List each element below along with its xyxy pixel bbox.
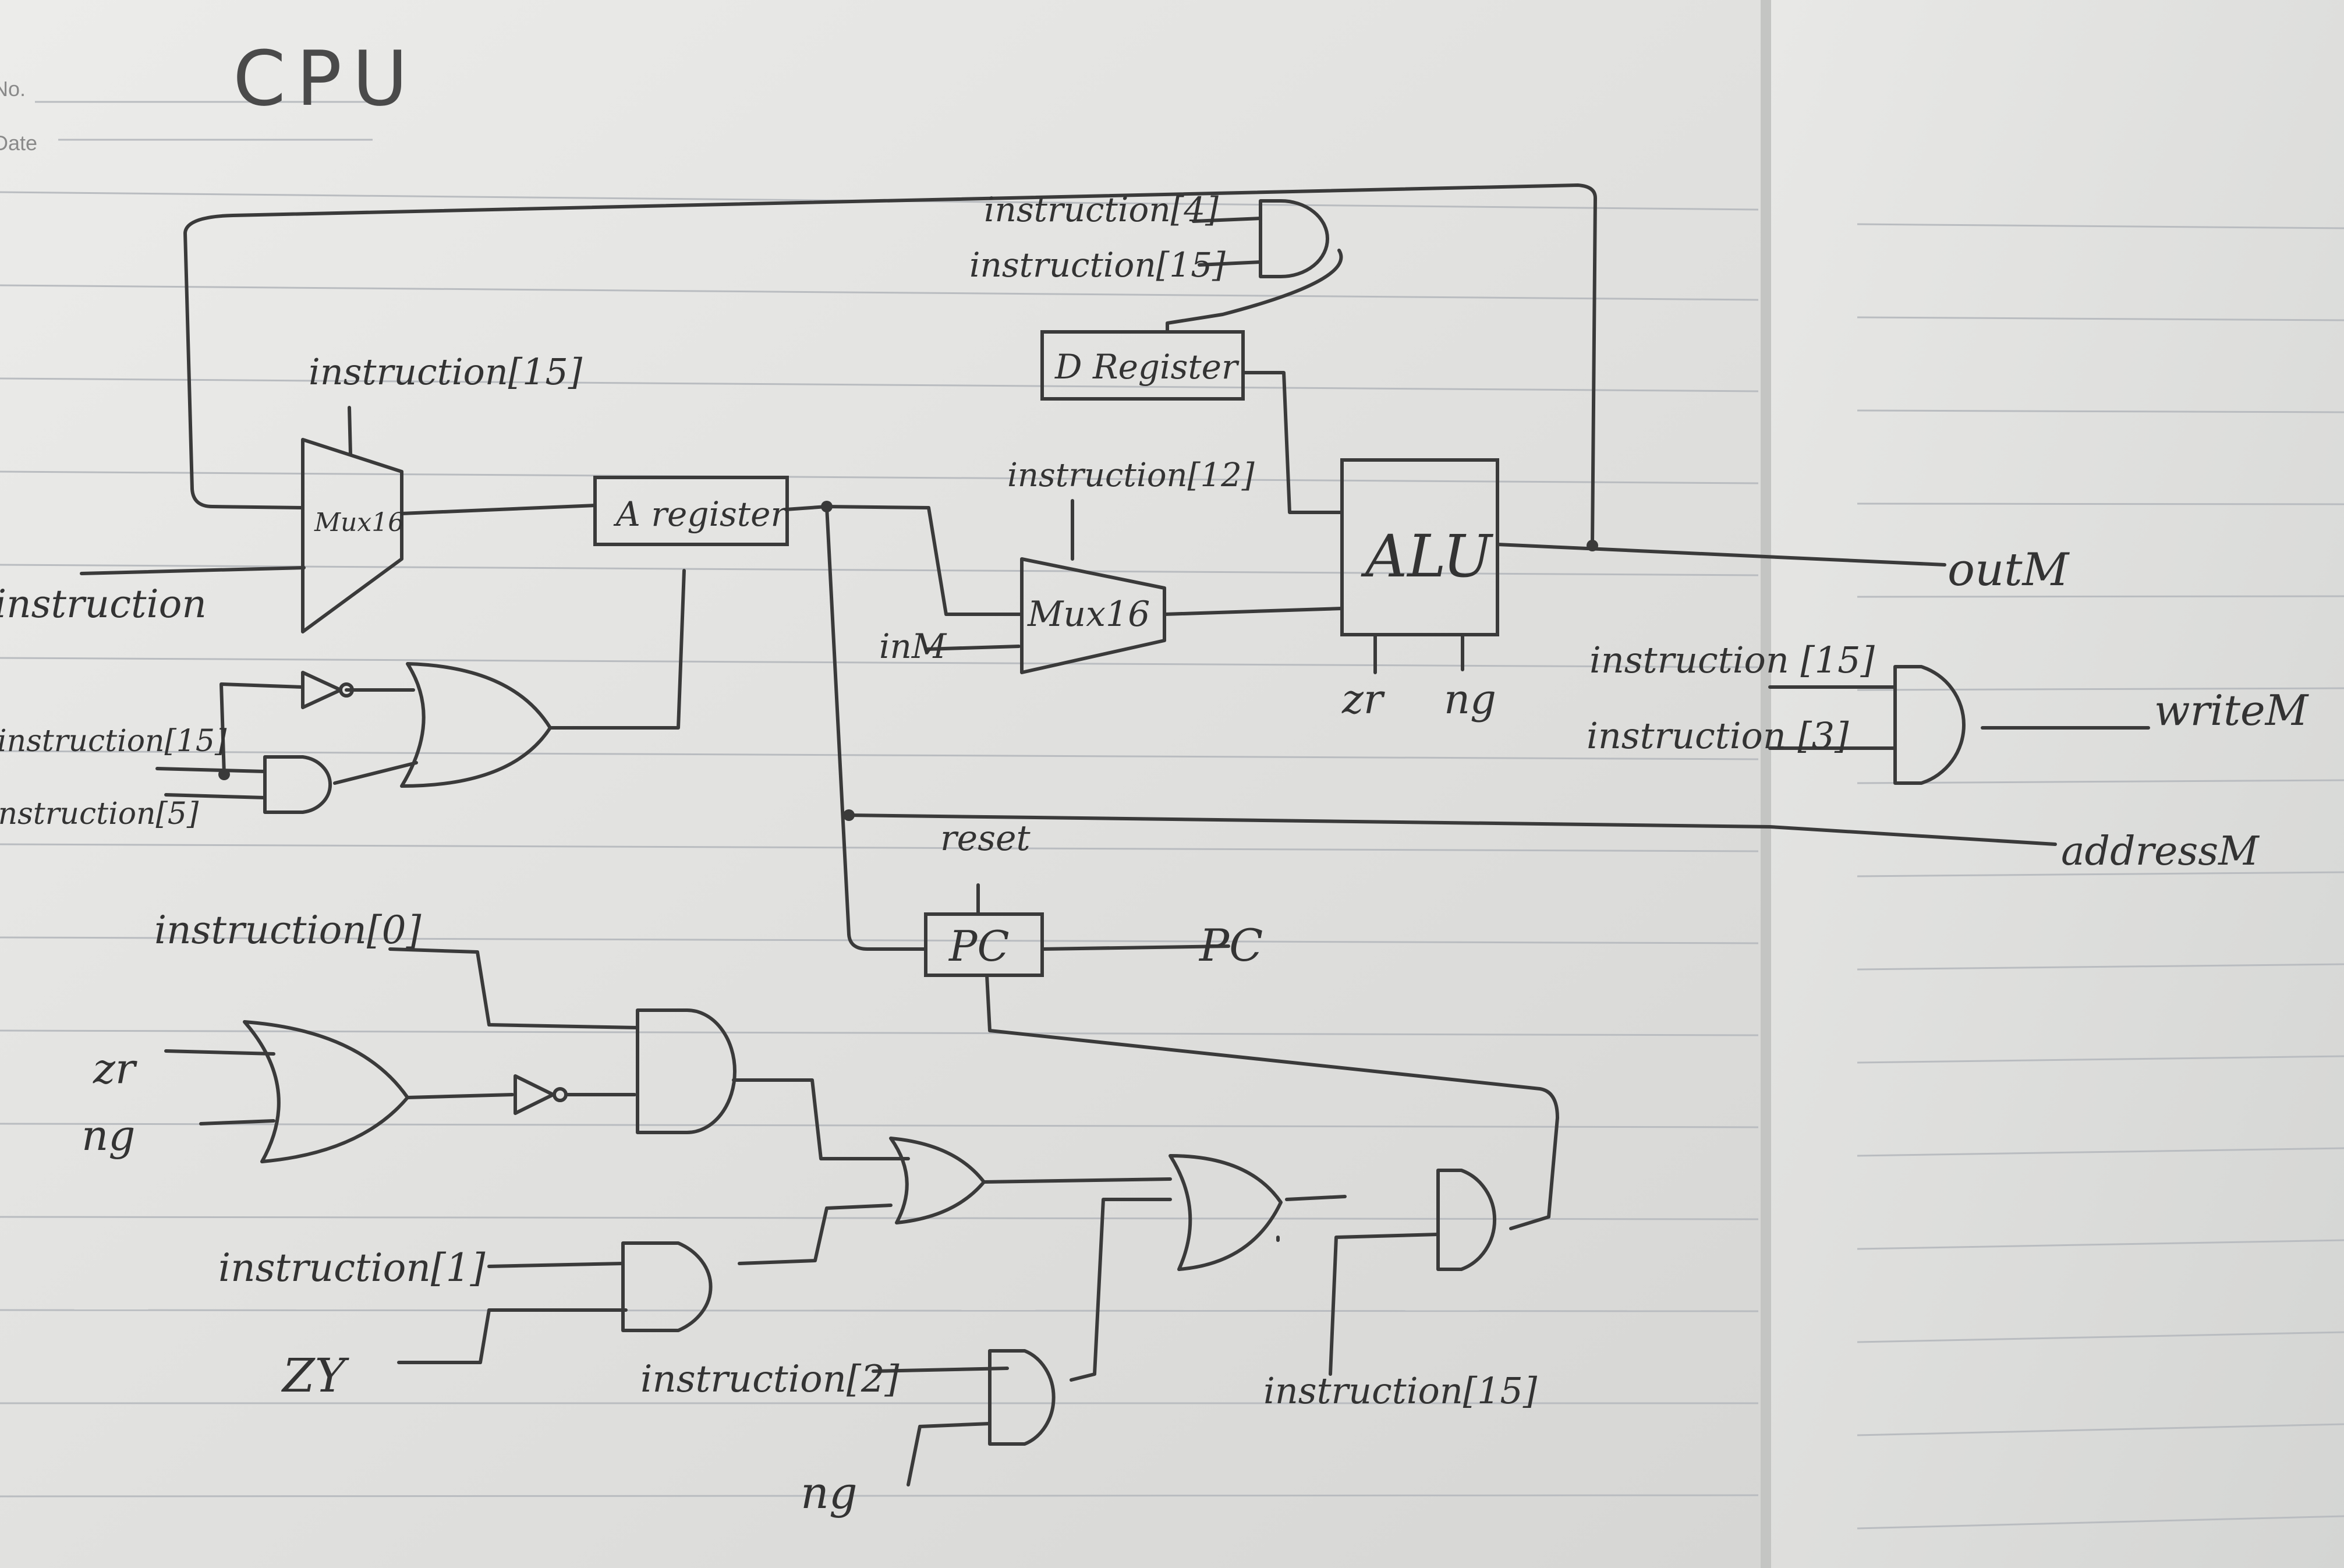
label-instr5-aload: instruction[5]: [0, 797, 199, 831]
ruled-lines: [0, 191, 2344, 1530]
label-addressM: addressM: [2061, 829, 2260, 875]
not-gate-jump: [514, 1074, 568, 1115]
and-gate-jlt: [988, 1349, 1056, 1446]
and-gate-aload: [263, 755, 332, 814]
label-instr2: instruction[2]: [640, 1358, 900, 1401]
label-outM: outM: [1948, 544, 2070, 596]
label-ng-or: ng: [82, 1111, 135, 1160]
label-pc-out: PC: [1198, 919, 1263, 971]
a-register: A register: [593, 476, 789, 546]
mux16-alu-label: Mux16: [1027, 594, 1150, 635]
label-instr0: instruction[0]: [154, 908, 422, 953]
mux16-a-label: Mux16: [314, 508, 404, 537]
and-gate-jump-final: [1436, 1169, 1496, 1271]
label-instr15-jump: instruction[15]: [1263, 1369, 1538, 1412]
junction-dot-aload: [218, 769, 230, 780]
left-page: [0, 0, 1764, 1568]
label-ng-and: ng: [801, 1467, 858, 1519]
and-gate-jeq: [621, 1241, 713, 1332]
header-date-label: Date: [0, 131, 37, 155]
label-instr15-aload: instruction[15]: [0, 724, 227, 759]
label-ng-alu: ng: [1444, 675, 1496, 723]
mux16-a: Mux16: [301, 438, 404, 633]
or-gate-mid: [889, 1137, 986, 1224]
signal-labels: instruction instruction[15] instruction[…: [0, 190, 2310, 1519]
pc-block: PC: [924, 912, 1044, 977]
and-gate-jgt: [636, 1008, 737, 1134]
page-gutter: [1761, 0, 1771, 1568]
alu: ALU: [1340, 458, 1499, 636]
right-page: [1770, 0, 2344, 1568]
label-instr15-muxa: instruction[15]: [309, 351, 583, 393]
junction-dot-addr: [843, 809, 855, 821]
mux16-alu: Mux16: [1020, 557, 1166, 674]
label-instruction-in: instruction: [0, 582, 207, 627]
alu-label: ALU: [1361, 522, 1494, 590]
label-instr15-write: instruction [15]: [1589, 639, 1875, 681]
label-zr-and: ZY: [281, 1348, 350, 1403]
wires: [80, 183, 2150, 1486]
label-instr4-top: instruction[4]: [984, 190, 1219, 229]
label-zr-or: zr: [93, 1044, 137, 1093]
not-gate-aload: [301, 671, 354, 709]
label-inM: inM: [879, 627, 947, 666]
header-no-label: No.: [0, 77, 26, 101]
label-instr12: instruction[12]: [1007, 456, 1255, 494]
d-register-label: D Register: [1054, 347, 1240, 387]
or-gate-aload: [400, 662, 552, 788]
page-title: CPU: [233, 34, 418, 123]
or-gate-zr-ng: [243, 1020, 409, 1163]
label-zr-alu: zr: [1341, 675, 1385, 723]
label-instr1: instruction[1]: [218, 1245, 486, 1290]
label-writeM: writeM: [2154, 686, 2310, 735]
label-instr15-top: instruction[15]: [969, 245, 1226, 285]
a-register-label: A register: [613, 494, 788, 534]
junction-dot-alu: [1587, 540, 1598, 551]
and-gate-d-load: [1259, 199, 1329, 278]
junction-dot-a: [821, 501, 833, 512]
d-register: D Register: [1040, 330, 1245, 401]
label-reset: reset: [940, 818, 1031, 859]
or-gate-jump: [1169, 1154, 1283, 1271]
label-instr3-write: instruction [3]: [1587, 714, 1849, 757]
pc-block-label: PC: [948, 922, 1010, 971]
and-gate-writem: [1893, 665, 1966, 785]
